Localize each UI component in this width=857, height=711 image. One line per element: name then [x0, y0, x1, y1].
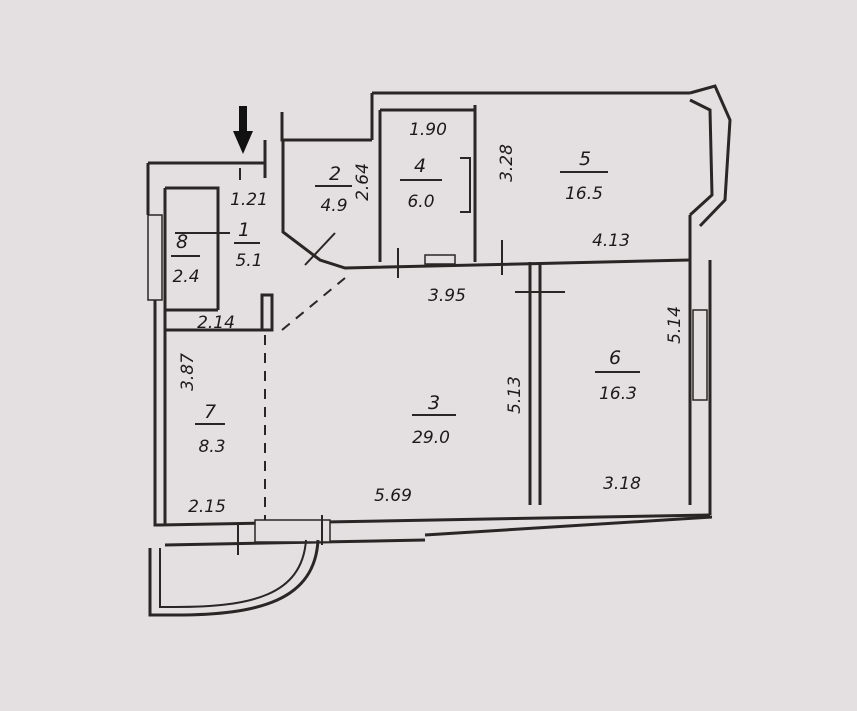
room-number: 2 — [329, 163, 341, 185]
door-symbol — [424, 254, 456, 265]
room-number: 7 — [204, 401, 216, 423]
dashed-boundaries — [264, 277, 346, 520]
dimension-5-14: 5.14 — [665, 306, 685, 344]
room-area: 2.4 — [172, 267, 199, 287]
interior-walls — [165, 105, 691, 505]
room-number: 4 — [414, 155, 426, 177]
dimension-3-95: 3.95 — [428, 286, 466, 306]
room-area: 29.0 — [412, 428, 450, 448]
dimension-5-69: 5.69 — [374, 486, 412, 506]
dimension-2-14: 2.14 — [197, 313, 235, 333]
room-area: 5.1 — [235, 251, 262, 271]
dimension-1-21: 1.21 — [230, 190, 268, 210]
room-7-label: 7 8.3 — [195, 401, 226, 457]
room-number: 3 — [428, 392, 440, 414]
room-3-label: 3 29.0 — [412, 392, 456, 448]
balcony-door — [254, 519, 331, 543]
room-number: 5 — [579, 148, 591, 170]
room-4-label: 4 6.0 — [400, 155, 442, 212]
room-5-label: 5 16.5 — [560, 148, 608, 204]
tick-marks — [175, 168, 565, 555]
dimension-1-90: 1.90 — [409, 120, 447, 140]
window — [692, 309, 708, 401]
window — [147, 214, 163, 301]
exterior-walls — [146, 84, 732, 547]
dimension-5-13: 5.13 — [505, 376, 525, 414]
dimension-3-28: 3.28 — [497, 144, 517, 182]
dimension-2-64: 2.64 — [353, 163, 373, 201]
room-number: 6 — [609, 347, 621, 369]
room-area: 16.5 — [565, 184, 603, 204]
down-arrow-icon — [233, 106, 253, 154]
dimension-4-13: 4.13 — [592, 231, 630, 251]
openings — [147, 214, 708, 543]
room-number: 1 — [238, 219, 250, 241]
balcony — [148, 539, 320, 617]
dimension-labels: 1.21 1.90 2.64 3.28 4.13 3.95 5.14 2.14 … — [178, 120, 685, 517]
dimension-2-15: 2.15 — [188, 497, 226, 517]
room-2-label: 2 4.9 — [315, 163, 352, 216]
room-area: 6.0 — [407, 192, 434, 212]
room-number: 8 — [176, 231, 188, 253]
room-6-label: 6 16.3 — [595, 347, 640, 404]
room-area: 4.9 — [320, 196, 347, 216]
room-8-label: 8 2.4 — [171, 231, 200, 287]
room-area: 8.3 — [198, 437, 225, 457]
room-1-label: 1 5.1 — [234, 219, 263, 271]
dimension-3-87: 3.87 — [178, 353, 198, 391]
room-area: 16.3 — [599, 384, 637, 404]
dimension-3-18: 3.18 — [603, 474, 641, 494]
